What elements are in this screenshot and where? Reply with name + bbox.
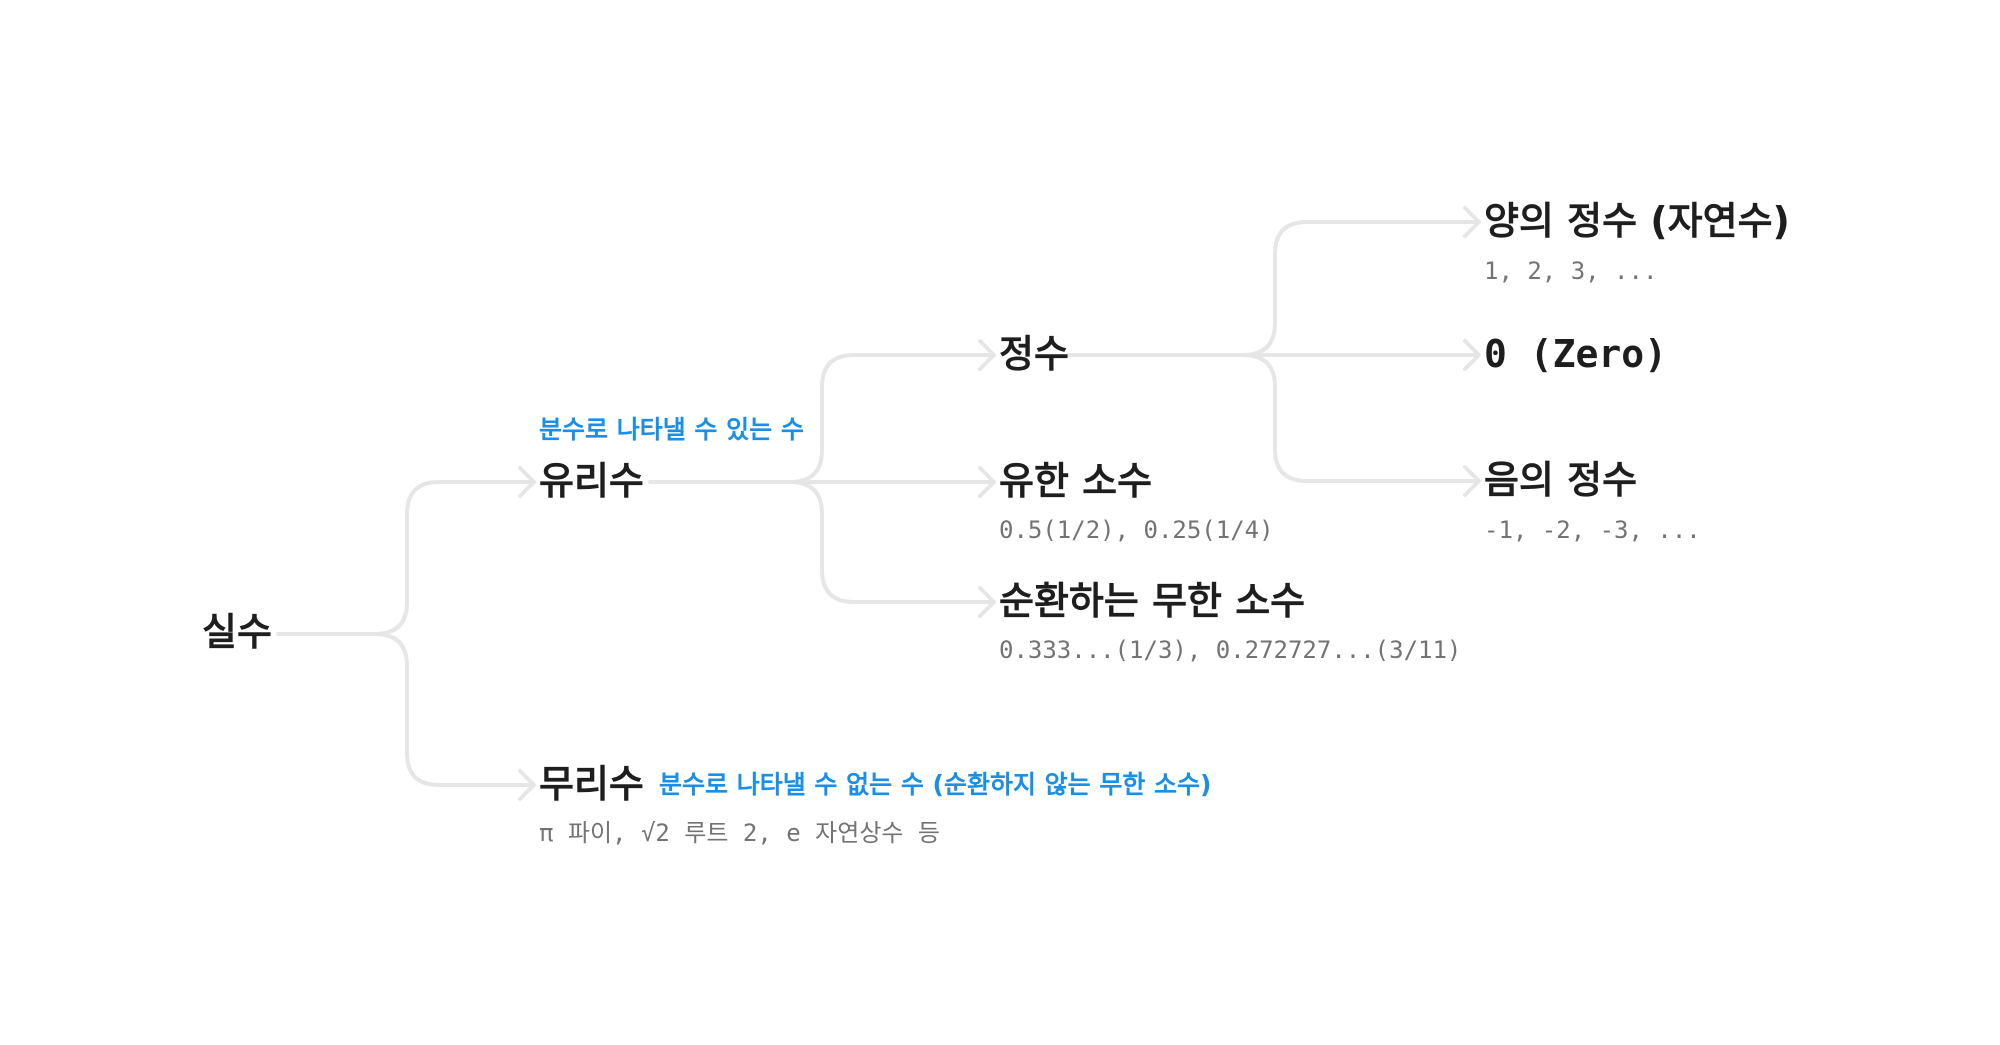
node-negative-integer: 음의 정수 xyxy=(1484,458,1638,502)
arrowhead-negative xyxy=(1463,465,1481,497)
note-rational: 분수로 나타낼 수 있는 수 xyxy=(539,415,804,444)
arrowhead-integer xyxy=(978,339,996,371)
node-integer: 정수 xyxy=(999,332,1069,376)
examples-negative-integer: -1, -2, -3, ... xyxy=(1484,516,1701,544)
node-finite-decimal: 유한 소수 xyxy=(999,459,1153,503)
examples-finite-decimal: 0.5(1/2), 0.25(1/4) xyxy=(999,516,1274,544)
node-zero: 0 (Zero) xyxy=(1484,332,1668,376)
examples-repeating-decimal: 0.333...(1/3), 0.272727...(3/11) xyxy=(999,636,1462,664)
connector-real-to-irrational xyxy=(373,632,532,787)
connector-rational-to-repeating xyxy=(788,480,992,604)
arrowhead-positive xyxy=(1463,206,1481,238)
node-irrational-number: 무리수 xyxy=(539,762,644,806)
arrowhead-finite xyxy=(978,466,996,498)
connector-real-to-rational xyxy=(276,480,532,636)
node-real-number: 실수 xyxy=(202,610,272,654)
node-repeating-decimal: 순환하는 무한 소수 xyxy=(999,579,1306,623)
arrowhead-repeating xyxy=(978,586,996,618)
node-positive-integer: 양의 정수 (자연수) xyxy=(1484,199,1790,243)
connector-integer-to-positive xyxy=(1066,220,1477,357)
arrowhead-rational xyxy=(518,466,536,498)
examples-positive-integer: 1, 2, 3, ... xyxy=(1484,257,1658,285)
arrowhead-irrational xyxy=(518,769,536,801)
connector-integer-to-negative xyxy=(1241,353,1477,483)
examples-irrational: π 파이, √2 루트 2, e 자연상수 등 xyxy=(539,819,941,847)
note-irrational: 분수로 나타낼 수 없는 수 (순환하지 않는 무한 소수) xyxy=(659,770,1212,799)
arrowhead-zero xyxy=(1463,339,1481,371)
node-rational-number: 유리수 xyxy=(539,459,644,503)
